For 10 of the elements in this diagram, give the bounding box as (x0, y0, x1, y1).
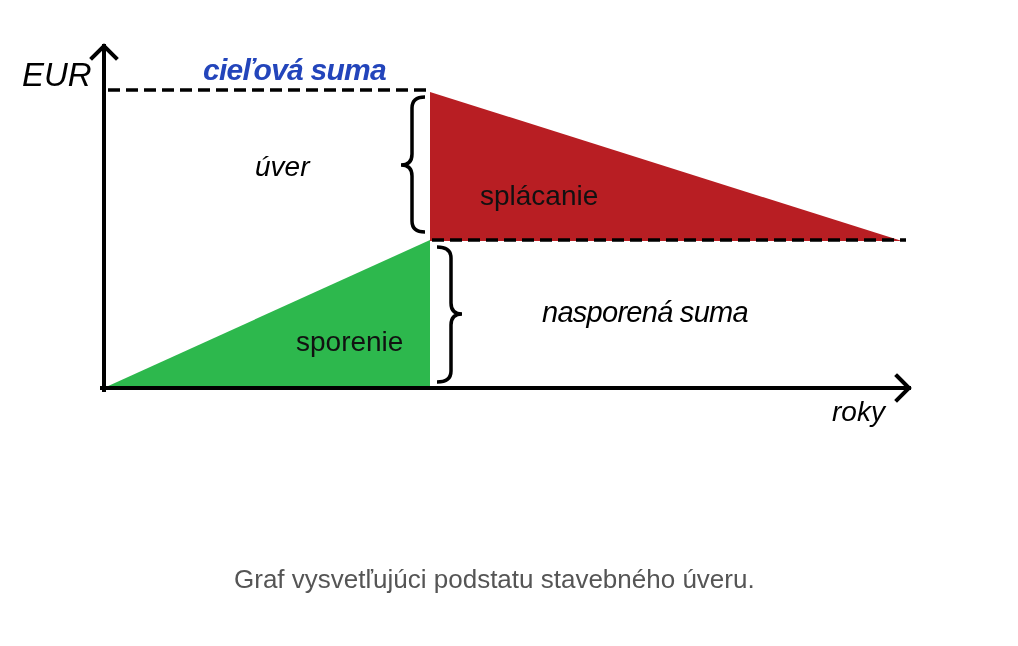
axis-label: EUR (22, 58, 92, 91)
area-label: splácanie (480, 182, 599, 210)
region-label: nasporená suma (542, 298, 748, 327)
savings-area (106, 240, 430, 387)
caption: Graf vysvetľujúci podstatu stavebného úveru. (234, 566, 755, 592)
area-label: sporenie (296, 328, 404, 356)
region-label: úver (255, 153, 310, 181)
target-sum-label: cieľová suma (203, 55, 386, 85)
axis-label: roky (832, 398, 885, 426)
repayment-area (430, 92, 902, 241)
